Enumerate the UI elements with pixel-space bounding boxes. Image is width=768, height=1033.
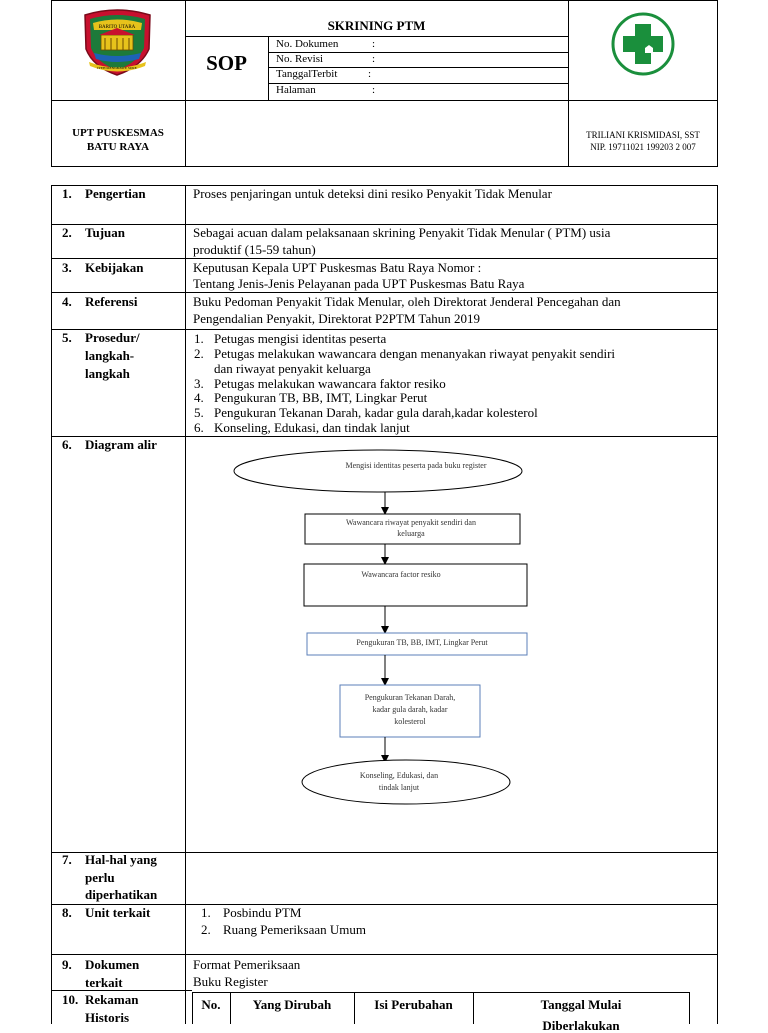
section-label-pengertian: Pengertian (85, 186, 146, 201)
step-text: Petugas mengisi identitas peserta (214, 331, 387, 346)
flow-node-riwayat-text-l1: Wawancara riwayat penyakit sendiri dan (346, 518, 476, 527)
flow-node-start (233, 449, 523, 493)
flow-node-pengukuran-tb-text: Pengukuran TB, BB, IMT, Lingkar Perut (356, 638, 488, 647)
flow-diagram: Mengisi identitas peserta pada buku regi… (186, 437, 717, 852)
step-number: 2. (194, 346, 204, 361)
flow-node-end (301, 759, 511, 805)
signer-nip: NIP. 19711021 199203 2 007 (590, 142, 696, 152)
health-cross-logo (611, 12, 675, 76)
history-col-no: No. (201, 997, 221, 1012)
history-col-isi-perubahan: Isi Perubahan (374, 997, 453, 1012)
sop-label: SOP (206, 51, 247, 75)
signer-name: TRILIANI KRISMIDASI, SST (586, 130, 700, 140)
doc-field-sep: : (372, 53, 376, 65)
section-number: 7. (62, 852, 72, 867)
barito-utara-logo: BARITO UTARA IYEH MENGKAWE SURE (79, 7, 156, 77)
step-text: Petugas melakukan wawancara dengan menan… (214, 346, 616, 361)
section-label-hal-l1: Hal-hal yang (85, 852, 157, 867)
flow-node-end-text-l2: tindak lanjut (379, 783, 420, 792)
section-number: 4. (62, 294, 72, 309)
tujuan-text-line2: produktif (15-59 tahun) (193, 242, 316, 257)
section-label-hal-l3: diperhatikan (85, 887, 158, 902)
step-text: dan riwayat penyakit keluarga (214, 361, 371, 376)
section-number: 1. (62, 186, 72, 201)
section-label-hal-l2: perlu (85, 870, 115, 885)
section-label-rekaman-l2: Historis (85, 1010, 130, 1025)
flow-node-tekanan-darah-text-l2: kadar gula darah, kadar (372, 705, 447, 714)
doc-field-label: TanggalTerbit (276, 68, 338, 80)
tujuan-text-line1: Sebagai acuan dalam pelaksanaan skrining… (193, 225, 611, 240)
history-col-yang-dirubah: Yang Dirubah (252, 997, 332, 1012)
referensi-text-line2: Pengendalian Penyakit, Direktorat P2PTM … (193, 311, 480, 326)
step-text: Konseling, Edukasi, dan tindak lanjut (214, 420, 410, 435)
section-label-kebijakan: Kebijakan (85, 260, 144, 275)
section-label-unit: Unit terkait (85, 905, 151, 920)
doc-field-sep: : (372, 38, 376, 50)
flow-node-riwayat-text-l2: keluarga (397, 529, 425, 538)
doc-field-sep: : (372, 84, 376, 96)
kebijakan-text-line1: Keputusan Kepala UPT Puskesmas Batu Raya… (193, 260, 482, 275)
dokumen-line1: Format Pemeriksaan (193, 957, 301, 972)
referensi-text-line1: Buku Pedoman Penyakit Tidak Menular, ole… (193, 294, 621, 309)
section-number: 3. (62, 260, 72, 275)
section-label-prosedur-l2: langkah- (85, 348, 135, 363)
pengertian-text: Proses penjaringan untuk deteksi dini re… (193, 186, 552, 201)
unit-item-number: 1. (201, 905, 211, 920)
section-number: 10. (62, 992, 79, 1007)
section-label-referensi: Referensi (85, 294, 138, 309)
unit-item-number: 2. (201, 922, 211, 937)
section-number: 8. (62, 905, 72, 920)
section-label-tujuan: Tujuan (85, 225, 125, 240)
flow-node-tekanan-darah (339, 684, 481, 738)
flow-node-faktor (303, 563, 528, 607)
section-label-dokumen-l1: Dokumen (85, 957, 140, 972)
section-label-prosedur-l1: Prosedur/ (85, 330, 140, 345)
step-text: Pengukuran Tekanan Darah, kadar gula dar… (214, 405, 538, 420)
step-number: 4. (194, 390, 204, 405)
logo-top-text: BARITO UTARA (99, 25, 136, 30)
doc-field-label: No. Dokumen (276, 38, 339, 50)
step-number: 3. (194, 376, 204, 391)
section-number: 2. (62, 225, 72, 240)
doc-field-label: Halaman (276, 84, 316, 96)
flow-node-faktor-text: Wawancara factor resiko (361, 570, 440, 579)
step-text: Petugas melakukan wawancara faktor resik… (214, 376, 446, 391)
logo-bottom-text: IYEH MENGKAWE SURE (97, 66, 137, 70)
kebijakan-text-line2: Tentang Jenis-Jenis Pelayanan pada UPT P… (193, 276, 525, 291)
flow-node-riwayat (304, 513, 521, 545)
section-label-prosedur-l3: langkah (85, 366, 130, 381)
step-number: 5. (194, 405, 204, 420)
section-label-dokumen-l2: terkait (85, 975, 123, 990)
unit-item-text: Ruang Pemeriksaan Umum (223, 922, 366, 937)
step-text: Pengukuran TB, BB, IMT, Lingkar Perut (214, 390, 428, 405)
org-name-line1: UPT PUSKESMAS (72, 127, 164, 139)
doc-field-label: No. Revisi (276, 53, 324, 65)
section-number: 9. (62, 957, 72, 972)
flow-node-start-text: Mengisi identitas peserta pada buku regi… (345, 461, 486, 470)
flow-node-pengukuran-tb (306, 632, 528, 656)
unit-item-text: Posbindu PTM (223, 905, 302, 920)
section-number: 6. (62, 437, 72, 452)
document-title: SKRINING PTM (327, 18, 426, 33)
history-col-tanggal-mulai: Tanggal Mulai (540, 997, 622, 1012)
section-number: 5. (62, 330, 72, 345)
flow-node-end-text-l1: Konseling, Edukasi, dan (360, 771, 438, 780)
section-label-diagram: Diagram alir (85, 437, 157, 452)
step-number: 1. (194, 331, 204, 346)
org-name-line2: BATU RAYA (86, 141, 150, 153)
history-col-diberlakukan: Diberlakukan (542, 1018, 620, 1033)
dokumen-line2: Buku Register (193, 974, 268, 989)
doc-field-sep: : (368, 68, 372, 80)
section-label-rekaman-l1: Rekaman (85, 992, 139, 1007)
step-number: 6. (194, 420, 204, 435)
flow-node-tekanan-darah-text-l3: kolesterol (394, 717, 426, 726)
flow-node-tekanan-darah-text-l1: Pengukuran Tekanan Darah, (365, 693, 456, 702)
